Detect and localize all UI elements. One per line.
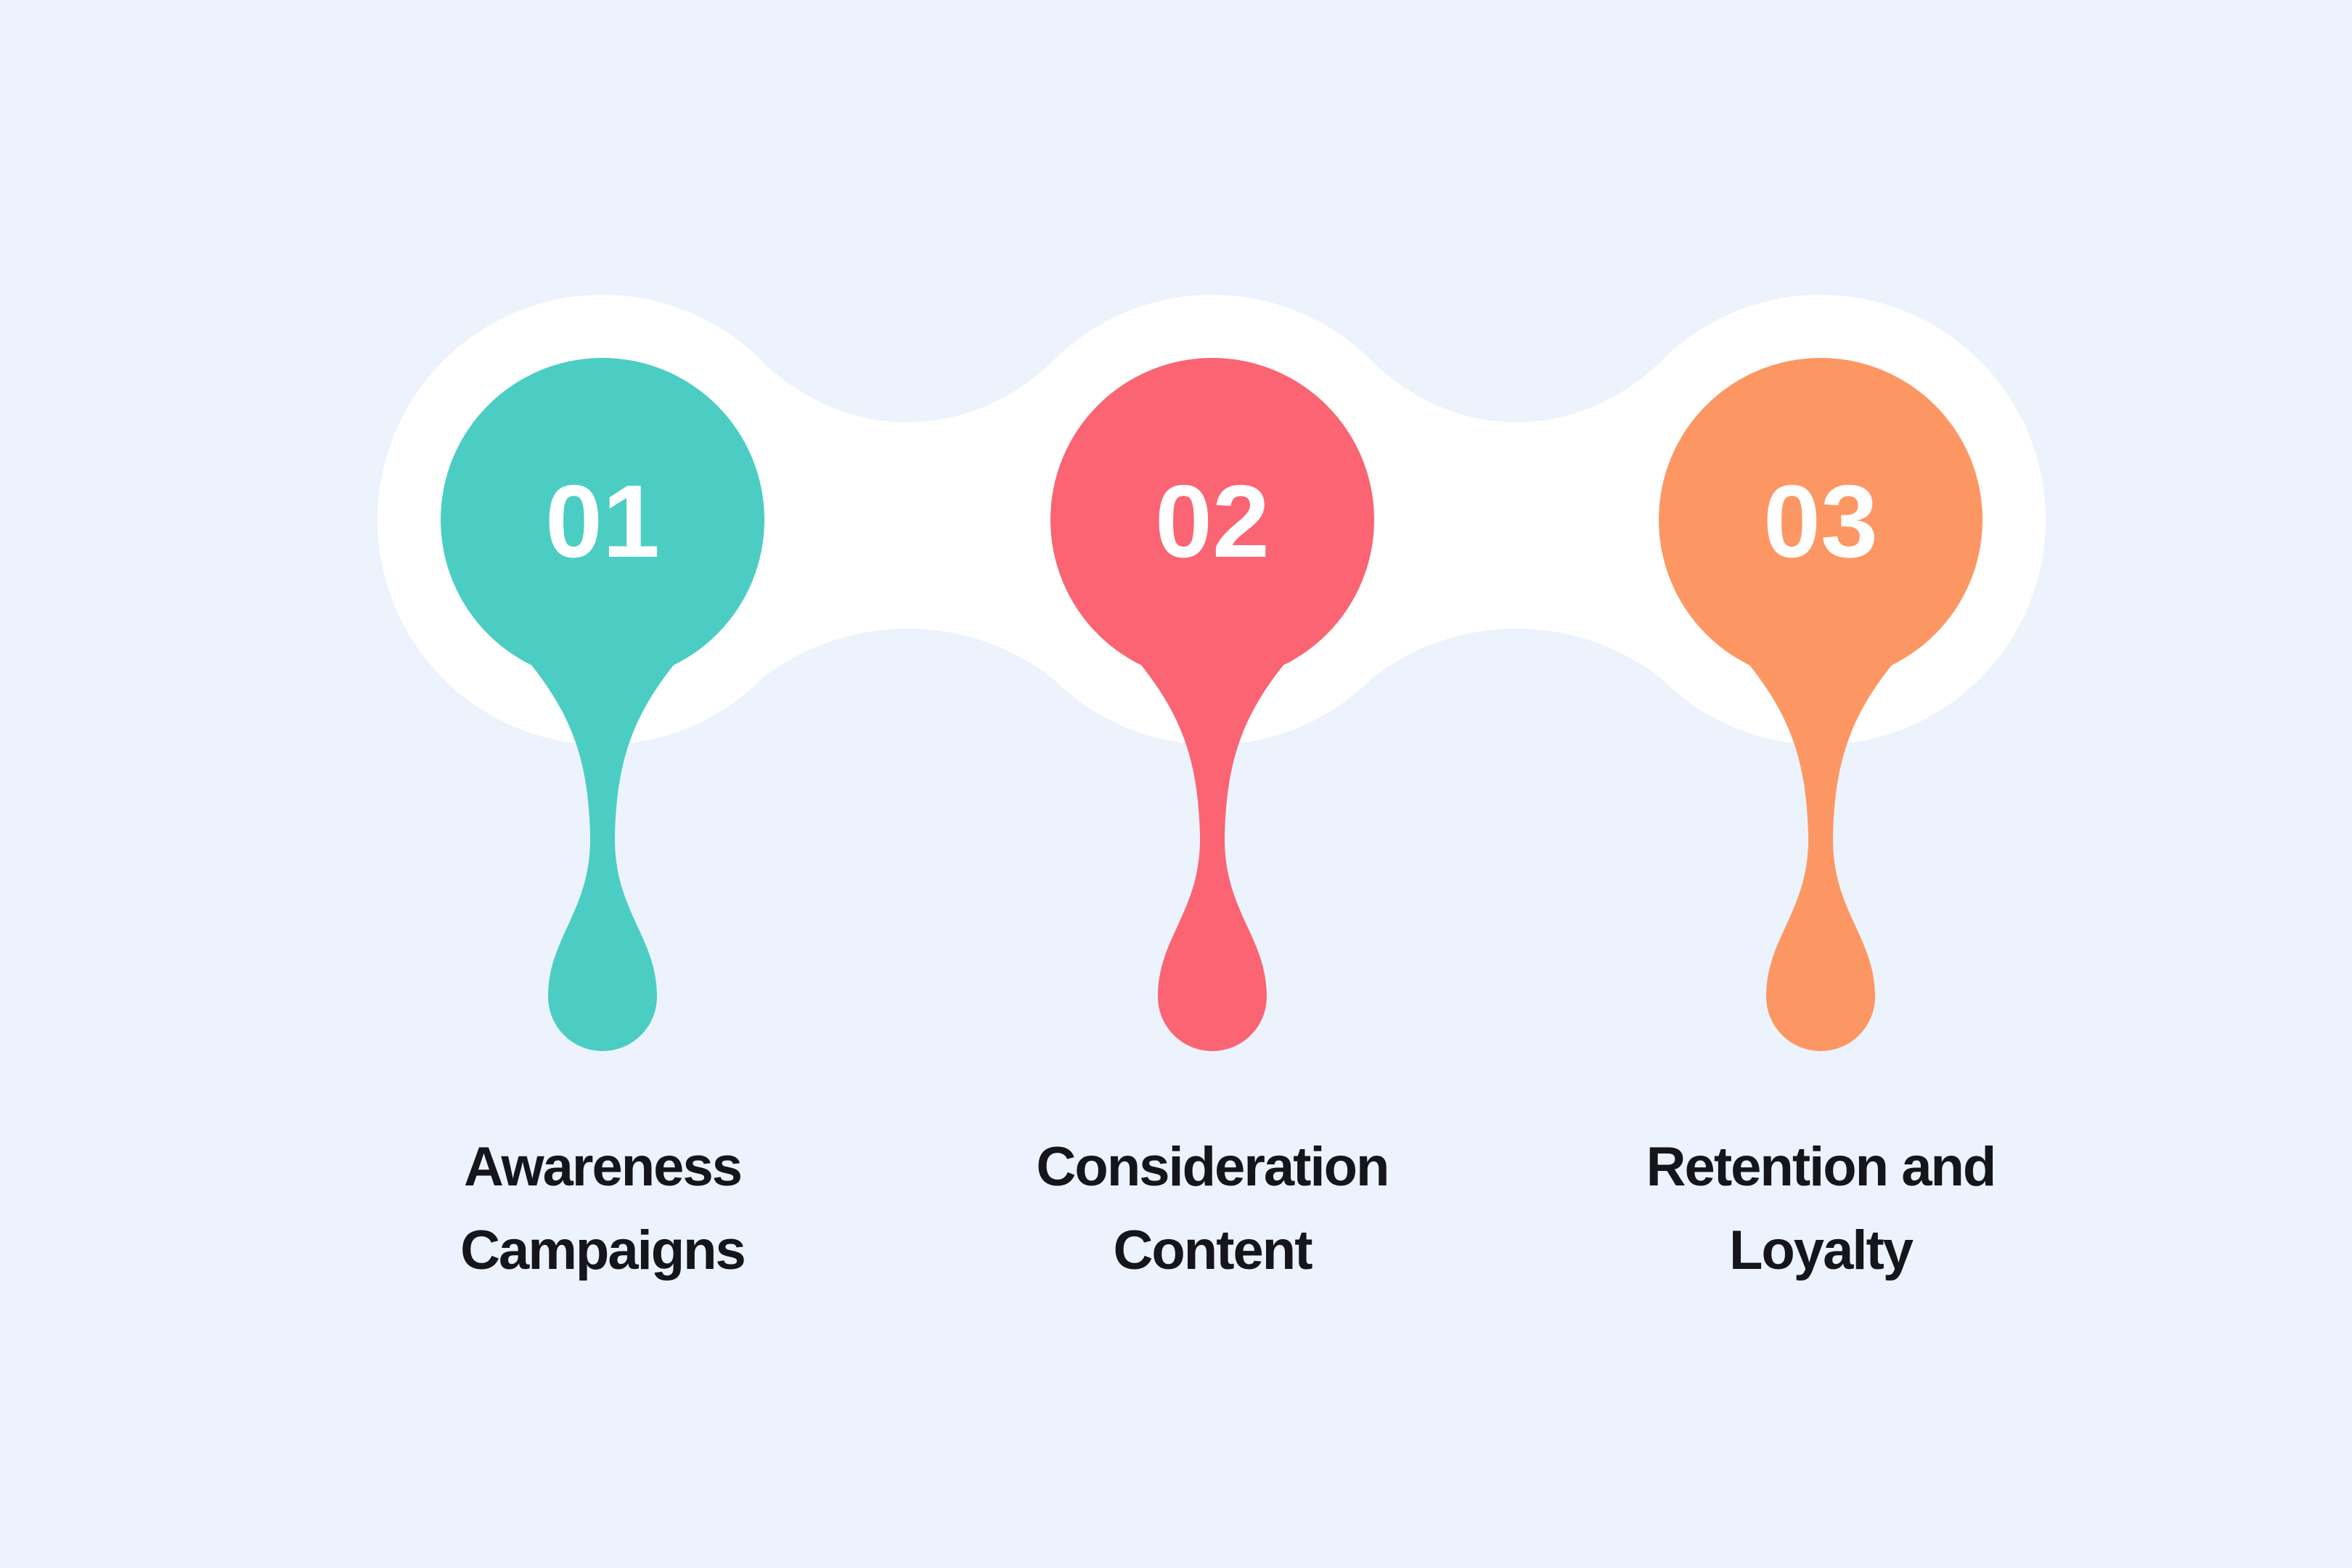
step-2-label-line-1: Consideration: [1037, 1136, 1389, 1198]
step-2-number: 02: [1155, 464, 1270, 579]
blob-bridge-2-3: [1371, 361, 1662, 679]
step-1-drip: [515, 646, 690, 1051]
step-1-circle: [441, 358, 764, 682]
step-1: 01 Awareness Campaigns: [441, 358, 764, 1281]
droplet-3-shape: [1659, 358, 1983, 1051]
step-3: 03 Retention and Loyalty: [1646, 358, 1996, 1281]
step-3-circle: [1659, 358, 1983, 682]
droplet-2-shape: [1050, 358, 1374, 1051]
step-1-number: 01: [545, 464, 660, 579]
step-2: 02 Consideration Content: [1037, 358, 1389, 1281]
step-2-drip: [1125, 646, 1299, 1051]
blob-bridge-1-2: [761, 361, 1053, 679]
step-3-drip: [1734, 646, 1908, 1051]
step-1-label-line-1: Awareness: [464, 1136, 741, 1198]
step-2-label-line-2: Content: [1113, 1220, 1312, 1281]
step-3-number: 03: [1763, 464, 1878, 579]
step-2-circle: [1050, 358, 1374, 682]
step-3-label-line-1: Retention and: [1646, 1136, 1996, 1198]
step-1-label-line-2: Campaigns: [460, 1220, 745, 1281]
step-3-label-line-2: Loyalty: [1729, 1220, 1914, 1281]
droplet-1-shape: [441, 358, 764, 1051]
